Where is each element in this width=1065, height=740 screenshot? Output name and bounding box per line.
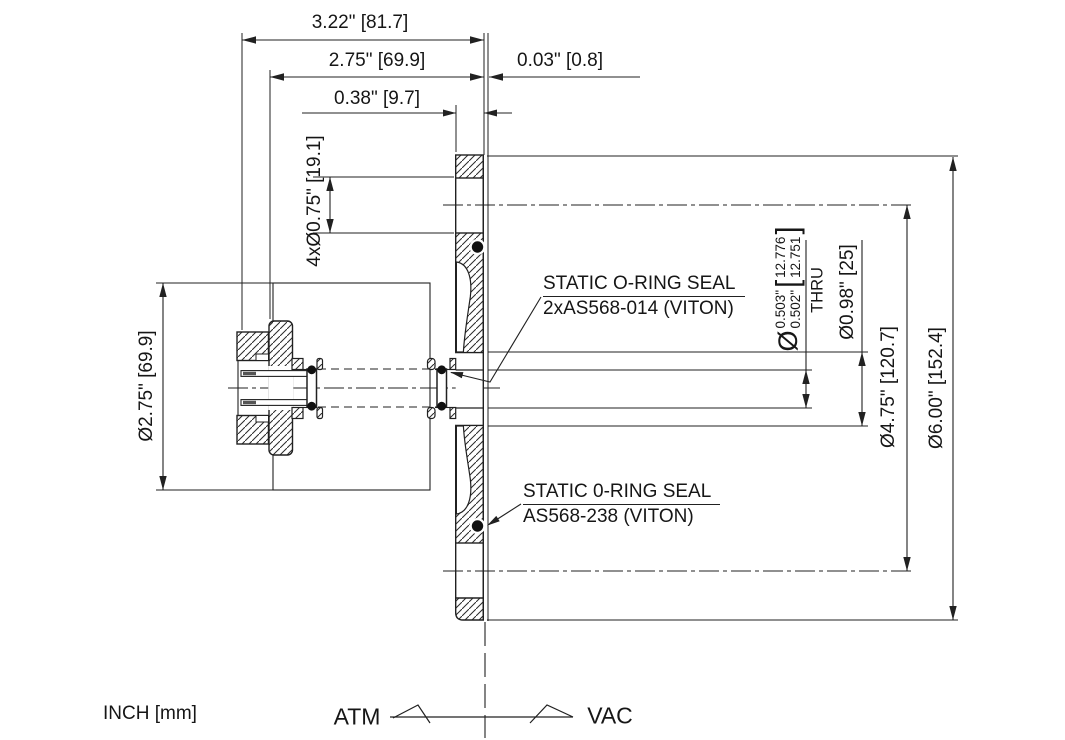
dim-body-length: 2.75" [69.9]: [328, 50, 426, 71]
callout-seal-small-line2: 2xAS568-014 (VITON): [543, 298, 734, 319]
leader-arrow-1: [450, 372, 464, 379]
connector-section: [236, 320, 324, 456]
atm-flag: [392, 704, 431, 724]
bracket-close: ]: [770, 226, 807, 235]
flange-rim-top: [455, 154, 485, 179]
dim-bolt-circle-diameter: Ø4.75" [120.7]: [878, 326, 899, 448]
shell-notch-top: [255, 353, 269, 361]
flange-pocket-upper: [455, 261, 472, 353]
dim-pin-bore: Ø 0.503" 0.502" [ 12.776 12.751 ]: [770, 226, 807, 352]
connector-barrel-outline: [272, 282, 431, 491]
units-note: INCH [mm]: [103, 703, 197, 724]
dim-flange-thickness: 0.38" [9.7]: [334, 88, 420, 109]
o-ring-014-connector: [306, 368, 318, 408]
pin-bore-mm-min: 12.751: [788, 236, 803, 278]
dim-overall-length: 3.22" [81.7]: [311, 12, 409, 33]
shell-notch-bottom: [255, 415, 269, 423]
atm-label: ATM: [333, 703, 381, 730]
dimension-arrowheads: [159, 36, 957, 620]
dim-connector-diameter: Ø2.75" [69.9]: [136, 330, 157, 442]
callout-seal-small: STATIC O-RING SEAL 2xAS568-014 (VITON): [543, 272, 745, 320]
pin-bore-mm-max: 12.776: [773, 236, 789, 278]
flange-section: [426, 154, 486, 621]
extension-lines: [156, 33, 958, 621]
pin-bore-inch-max: 0.503": [773, 289, 789, 329]
leader-arrow-2: [487, 515, 500, 526]
flange-pocket-lower: [455, 425, 472, 515]
connector-nose: [291, 357, 304, 371]
callout-seal-large-line1: STATIC 0-RING SEAL: [523, 480, 720, 505]
callout-seal-large: STATIC 0-RING SEAL AS568-238 (VITON): [523, 480, 720, 528]
pin-bore-inch-min: 0.502": [788, 289, 803, 329]
vac-label: VAC: [587, 702, 633, 729]
dim-pin-bore-thru: THRU: [808, 267, 827, 313]
dim-flange-outer-diameter: Ø6.00" [152.4]: [926, 327, 947, 449]
o-ring-238-bottom: [471, 520, 484, 532]
o-ring-014-flange: [436, 368, 448, 408]
bracket-open: [: [770, 279, 807, 288]
flange-rim-bottom: [455, 597, 484, 621]
o-ring-238-top: [471, 241, 484, 253]
callout-seal-small-line1: STATIC O-RING SEAL: [543, 272, 745, 297]
dim-face-standoff: 0.03" [0.8]: [517, 50, 603, 71]
vac-flag: [529, 704, 574, 724]
diameter-symbol: Ø: [773, 330, 804, 352]
atm-vac-symbol: [390, 704, 574, 724]
flange-nose: [426, 357, 436, 371]
hidden-bore-lines: [318, 368, 437, 408]
dim-bolt-holes: 4xØ0.75" [19.1]: [304, 135, 325, 267]
dim-counterbore-diameter: Ø0.98" [25]: [837, 244, 858, 340]
callout-seal-large-line2: AS568-238 (VITON): [523, 506, 694, 527]
